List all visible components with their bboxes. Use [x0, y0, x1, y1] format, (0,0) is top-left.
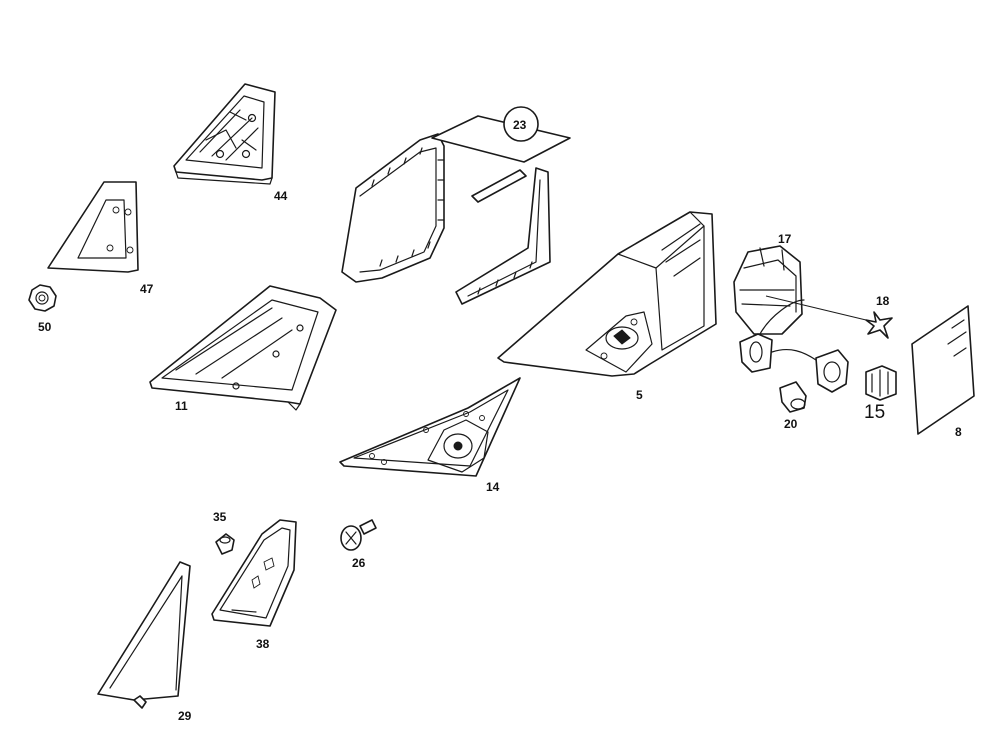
label-14: 14 [486, 480, 500, 494]
part-11-housing-base [149, 285, 337, 411]
part-15-connector [865, 365, 897, 401]
part-5-mirror-housing [497, 211, 717, 377]
label-29: 29 [178, 709, 192, 723]
label-5: 5 [636, 388, 643, 402]
part-20-grommet [779, 381, 807, 413]
part-26-screw [340, 519, 377, 551]
label-47: 47 [140, 282, 154, 296]
part-29-inner-cover [97, 561, 191, 709]
part-8-mirror-glass [911, 305, 975, 435]
part-38-trim-cover [211, 519, 297, 627]
label-18: 18 [876, 294, 890, 308]
label-23: 23 [513, 118, 527, 132]
part-18-clip [765, 295, 893, 339]
part-47-gasket [47, 181, 139, 273]
label-44: 44 [274, 189, 288, 203]
label-11: 11 [175, 399, 188, 413]
part-50-nut [28, 284, 57, 312]
part-35-plug [215, 533, 235, 555]
part-17-motor [733, 245, 849, 393]
label-15: 15 [864, 402, 885, 423]
label-8: 8 [955, 425, 962, 439]
label-17: 17 [778, 232, 792, 246]
label-20: 20 [784, 417, 798, 431]
label-50: 50 [38, 320, 52, 334]
part-44-bracket [173, 83, 276, 185]
part-23-frame-cover [341, 106, 571, 305]
part-14-base-plate [339, 377, 521, 477]
label-26: 26 [352, 556, 366, 570]
label-38: 38 [256, 637, 270, 651]
label-35: 35 [213, 510, 227, 524]
